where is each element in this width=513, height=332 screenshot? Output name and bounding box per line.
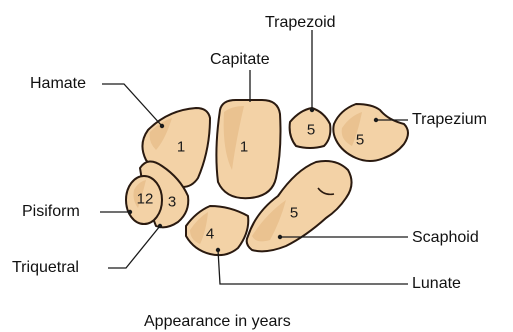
trapezoid-bone: 5 — [290, 108, 331, 148]
lunate-year: 4 — [206, 226, 214, 243]
label-trapezium: Trapezium — [412, 112, 487, 128]
capitate-bone: 1 — [216, 100, 280, 198]
trapezium-year: 5 — [356, 132, 364, 149]
label-hamate: Hamate — [30, 76, 86, 92]
triquetral-year: 3 — [168, 194, 176, 211]
figure-caption: Appearance in years — [144, 314, 291, 330]
label-pisiform: Pisiform — [22, 204, 80, 220]
label-lunate: Lunate — [412, 276, 461, 292]
label-triquetral: Triquetral — [12, 260, 79, 276]
trapezium-bone: 5 — [333, 104, 408, 161]
label-trapezoid: Trapezoid — [265, 15, 336, 31]
hamate-year: 1 — [177, 139, 185, 156]
label-scaphoid: Scaphoid — [412, 230, 479, 246]
capitate-year: 1 — [240, 139, 248, 156]
pisiform-bone: 12 — [126, 176, 162, 224]
scaphoid-year: 5 — [290, 205, 298, 222]
lunate-bone: 4 — [186, 206, 248, 255]
label-capitate: Capitate — [210, 52, 270, 68]
pisiform-year: 12 — [137, 191, 154, 208]
trapezoid-year: 5 — [307, 122, 315, 139]
